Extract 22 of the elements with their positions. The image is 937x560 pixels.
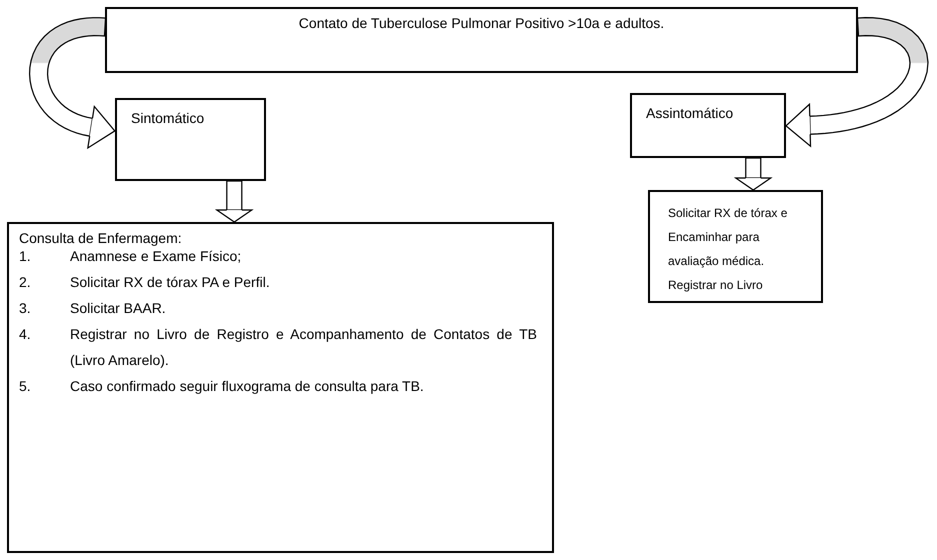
list-item: 1. Anamnese e Exame Físico;	[19, 247, 242, 266]
curved-block-arrow	[785, 17, 929, 147]
box-text: avaliação médica.	[668, 253, 766, 270]
decision-box	[115, 98, 266, 181]
box-text: Assintomático	[646, 105, 734, 121]
instruction-box	[648, 190, 823, 303]
list-item: 4. Registrar no Livro de Registro e Acompanhamento de Contatos de TB (Livro Amarelo).	[19, 325, 538, 370]
box-heading: Consulta de Enfermagem:	[19, 230, 183, 247]
curved-block-arrow	[28, 17, 116, 149]
decision-box	[630, 93, 786, 158]
box-text: Encaminhar para	[668, 229, 760, 246]
box-text: Sintomático	[131, 110, 206, 126]
box-text: Solicitar RX de tórax e	[668, 205, 788, 222]
list-item: 3. Solicitar BAAR.	[19, 299, 167, 318]
block-arrow	[216, 180, 252, 223]
process-box	[105, 7, 858, 73]
block-arrow	[735, 157, 772, 191]
instruction-box	[7, 222, 554, 553]
list-item: 2. Solicitar RX de tórax PA e Perfil.	[19, 273, 271, 292]
box-text: Contato de Tuberculose Pulmonar Positivo >10a e adultos.	[298, 15, 666, 31]
list-item: 5. Caso confirmado seguir fluxograma de consulta para TB.	[19, 377, 425, 396]
box-text: Registrar no Livro	[668, 277, 764, 294]
